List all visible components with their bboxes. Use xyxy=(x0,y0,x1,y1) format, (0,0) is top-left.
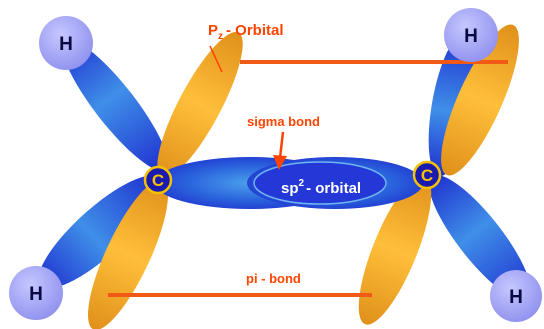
right-p-orbital-lower-lobe xyxy=(358,175,432,325)
carbon-right-label: C xyxy=(421,166,433,185)
hydrogen-atom-top-right: H xyxy=(444,8,498,62)
pz-orbital-label: Pz- Orbital xyxy=(208,22,284,42)
sigma-bond-arrow-head xyxy=(273,155,287,170)
hydrogen-top-right-label: H xyxy=(464,26,478,47)
hydrogen-atom-bottom-left: H xyxy=(9,266,63,320)
hydrogen-bottom-right-label: H xyxy=(509,287,523,308)
sigma-bond-arrow-shaft xyxy=(278,131,285,159)
left-p-orbital-upper-lobe xyxy=(157,31,243,179)
sigma-bond-label: sigma bond xyxy=(247,114,320,129)
hydrogen-atom-bottom-right: H xyxy=(490,270,542,322)
hydrogen-bottom-left-label: H xyxy=(29,284,43,305)
left-p-orbital-lower-lobe xyxy=(88,180,168,329)
pz-label-pointer xyxy=(209,45,223,73)
right-lower-sp-lobe xyxy=(428,175,532,301)
left-lower-sp-lobe xyxy=(38,175,162,289)
carbon-left-label: C xyxy=(152,171,164,190)
sp2-overlap-highlight xyxy=(253,161,387,205)
hydrogen-top-left-label: H xyxy=(59,34,73,55)
sp2-orbital-label: sp2- orbital xyxy=(281,178,361,197)
carbon-atom-right: C xyxy=(412,160,442,190)
pi-bond-label: pi - bond xyxy=(246,271,301,286)
left-upper-sp-lobe xyxy=(62,39,168,171)
hydrogen-atom-top-left: H xyxy=(39,16,93,70)
carbon-atom-left: C xyxy=(143,165,173,195)
